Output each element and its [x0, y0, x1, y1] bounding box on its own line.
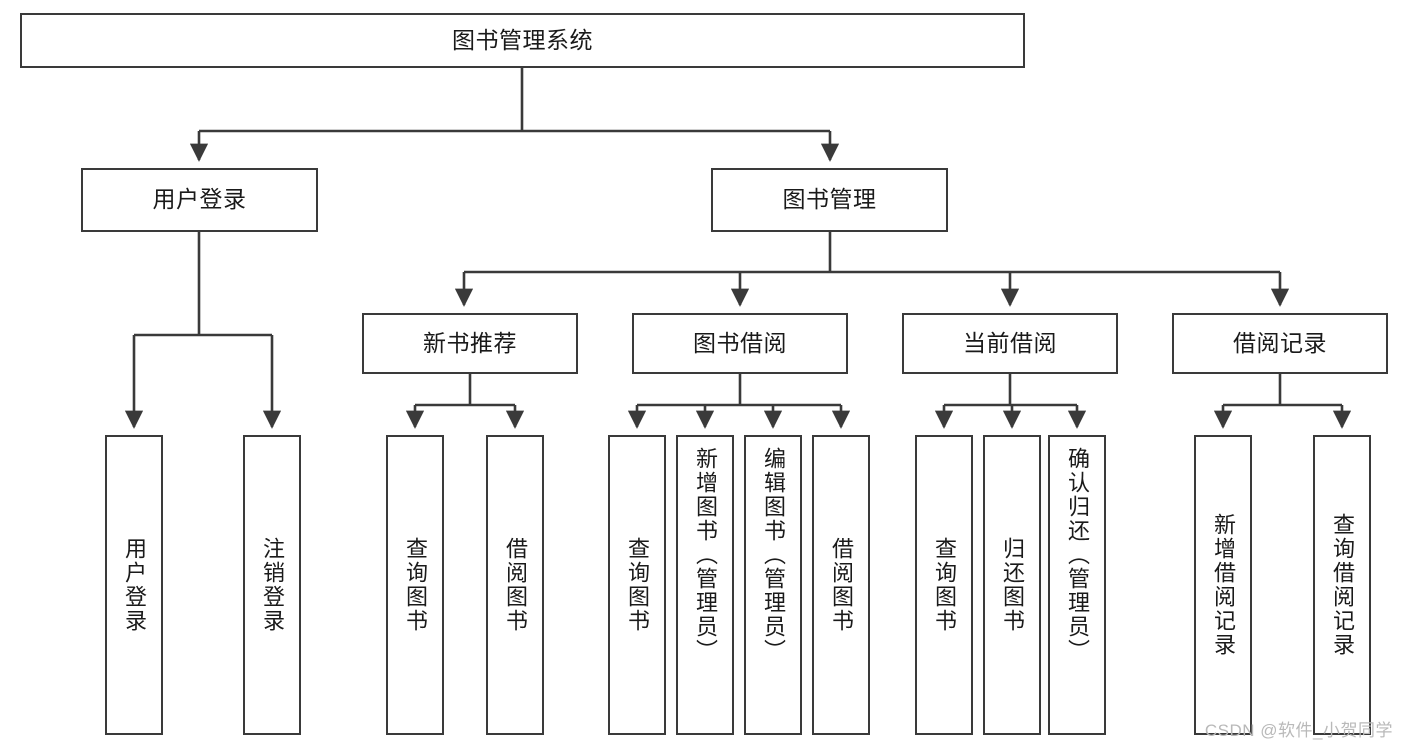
node-label: 查询图书 — [625, 537, 650, 633]
leaf-user-login[interactable]: 用户登录 — [105, 435, 163, 735]
node-label: 图书管理 — [782, 186, 877, 213]
node-label: 用户登录 — [152, 186, 247, 213]
node-label: 查询图书 — [403, 537, 428, 633]
leaf-borrow-add-book-admin[interactable]: 新增图书（管理员） — [676, 435, 734, 735]
node-user-login[interactable]: 用户登录 — [81, 168, 318, 232]
node-root-book-management-system[interactable]: 图书管理系统 — [20, 13, 1025, 68]
leaf-record-add-borrow-record[interactable]: 新增借阅记录 — [1194, 435, 1252, 735]
node-label: 图书管理系统 — [452, 26, 593, 53]
leaf-current-confirm-return-admin[interactable]: 确认归还（管理员） — [1048, 435, 1106, 735]
leaf-user-logout[interactable]: 注销登录 — [243, 435, 301, 735]
node-label: 查询借阅记录 — [1330, 513, 1355, 657]
leaf-borrow-borrow-book[interactable]: 借阅图书 — [812, 435, 870, 735]
node-label: 图书借阅 — [693, 329, 787, 356]
node-label: 借阅记录 — [1233, 329, 1327, 356]
node-book-management[interactable]: 图书管理 — [711, 168, 948, 232]
leaf-borrow-edit-book-admin[interactable]: 编辑图书（管理员） — [744, 435, 802, 735]
leaf-recommend-query-book[interactable]: 查询图书 — [386, 435, 444, 735]
node-label: 借阅图书 — [829, 537, 854, 633]
csdn-watermark: CSDN @软件_小贺同学 — [1204, 721, 1393, 740]
leaf-current-query-book[interactable]: 查询图书 — [915, 435, 973, 735]
node-label: 归还图书 — [1000, 537, 1025, 633]
node-new-book-recommendation[interactable]: 新书推荐 — [362, 313, 578, 374]
node-book-borrowing[interactable]: 图书借阅 — [632, 313, 848, 374]
node-label: 借阅图书 — [503, 537, 528, 633]
leaf-current-return-book[interactable]: 归还图书 — [983, 435, 1041, 735]
leaf-record-query-borrow-record[interactable]: 查询借阅记录 — [1313, 435, 1371, 735]
node-label: 新书推荐 — [423, 329, 517, 356]
node-label: 当前借阅 — [963, 329, 1057, 356]
node-label: 新增借阅记录 — [1211, 513, 1236, 657]
node-label: 注销登录 — [260, 537, 285, 633]
node-label: 用户登录 — [122, 537, 147, 633]
node-label: 查询图书 — [932, 537, 957, 633]
node-borrowing-records[interactable]: 借阅记录 — [1172, 313, 1388, 374]
node-label: 编辑图书（管理员） — [761, 447, 786, 663]
node-current-borrowing[interactable]: 当前借阅 — [902, 313, 1118, 374]
leaf-recommend-borrow-book[interactable]: 借阅图书 — [486, 435, 544, 735]
leaf-borrow-query-book[interactable]: 查询图书 — [608, 435, 666, 735]
node-label: 新增图书（管理员） — [693, 447, 718, 663]
node-label: 确认归还（管理员） — [1065, 447, 1090, 663]
